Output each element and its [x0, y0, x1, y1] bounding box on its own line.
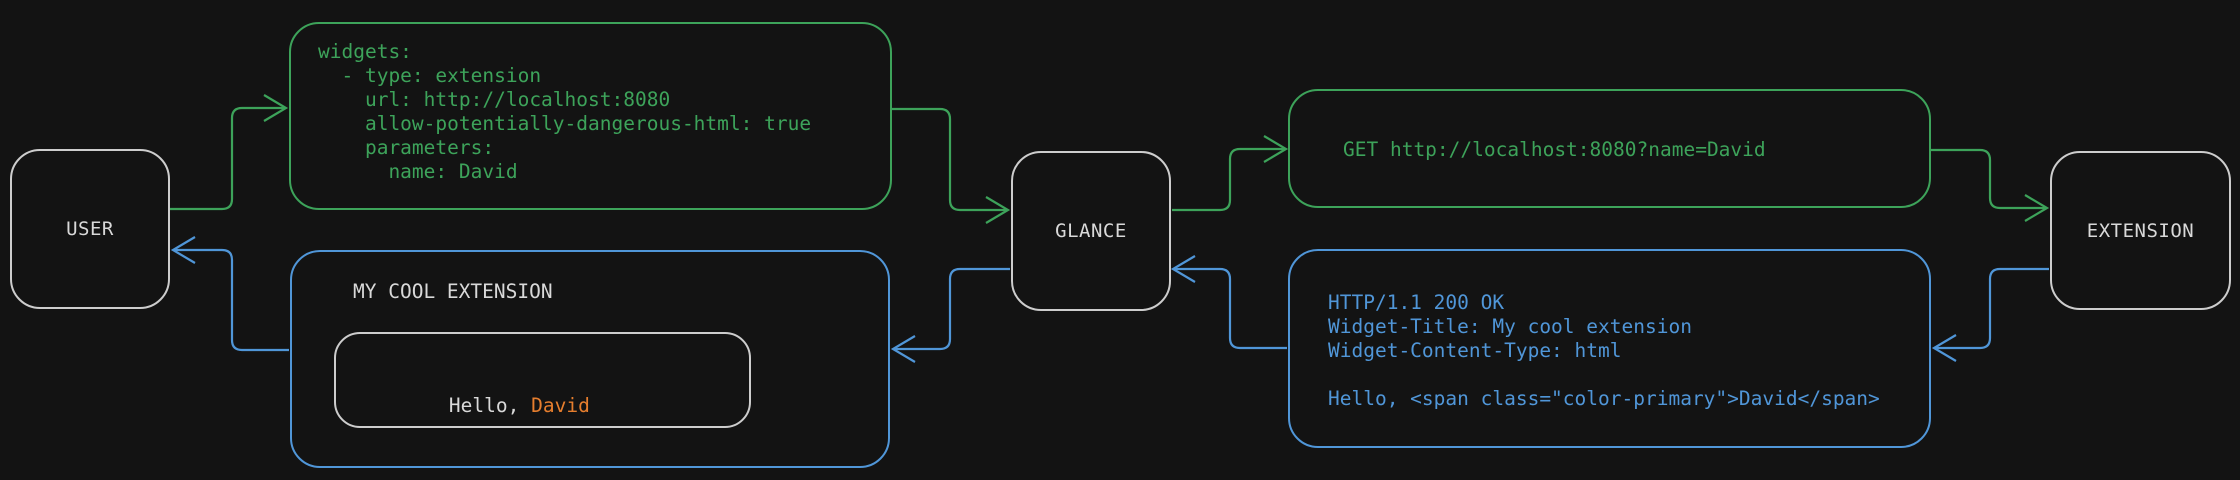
yaml-line: parameters:: [318, 136, 495, 159]
extension-node-label: EXTENSION: [2086, 219, 2195, 242]
user-node: USER: [10, 149, 170, 309]
arrowhead-into-glance-icon: [985, 196, 1011, 224]
widget-title: MY COOL EXTENSION: [353, 280, 553, 303]
yaml-config-box: [289, 22, 892, 210]
widget-content-box: Hello, David: [334, 332, 751, 428]
arrow-glance-to-widget: [894, 267, 1010, 351]
http-response-line: [1328, 363, 1880, 387]
arrowhead-into-response-icon: [1931, 334, 1957, 362]
rendered-widget-box: MY COOL EXTENSION Hello, David: [290, 250, 890, 468]
http-request-code: GET http://localhost:8080?name=David: [1343, 138, 1766, 162]
arrowhead-into-glance-blue-icon: [1170, 255, 1196, 283]
glance-node-label: GLANCE: [1055, 220, 1127, 242]
arrow-request-to-extension: [1931, 148, 2046, 210]
extension-node: EXTENSION: [2050, 151, 2231, 310]
arrow-config-to-glance: [892, 107, 1007, 212]
arrowhead-into-user-icon: [170, 236, 196, 264]
http-request-box: [1288, 89, 1931, 208]
arrow-response-to-glance: [1174, 267, 1287, 350]
arrowhead-into-request-icon: [1263, 135, 1289, 163]
widget-greeting: Hello, David: [355, 370, 590, 442]
http-request-line: GET http://localhost:8080?name=David: [1343, 138, 1766, 161]
yaml-line: widgets:: [318, 40, 412, 63]
glance-node: GLANCE: [1011, 151, 1171, 311]
http-response-box: [1288, 249, 1931, 448]
arrowhead-into-config-icon: [263, 94, 289, 122]
yaml-line: - type: extension: [318, 64, 542, 87]
http-response-line: Widget-Title: My cool extension: [1328, 315, 1692, 338]
arrow-extension-to-response: [1935, 267, 2049, 350]
yaml-line: allow-potentially-dangerous-html: true: [318, 112, 812, 135]
yaml-line: name: David: [318, 160, 518, 183]
greeting-name: David: [531, 394, 590, 417]
http-response-line: Hello, <span class="color-primary">David…: [1328, 387, 1880, 410]
arrow-glance-to-request: [1172, 147, 1285, 212]
yaml-line: url: http://localhost:8080: [318, 88, 671, 111]
arrow-user-to-config: [170, 106, 285, 211]
arrowhead-into-widget-icon: [890, 335, 916, 363]
http-response-line: Widget-Content-Type: html: [1328, 339, 1622, 362]
http-response-line: HTTP/1.1 200 OK: [1328, 291, 1505, 314]
user-node-label: USER: [66, 218, 114, 240]
greeting-prefix: Hello,: [448, 394, 532, 417]
http-response-code: HTTP/1.1 200 OK Widget-Title: My cool ex…: [1328, 291, 1880, 411]
yaml-config-code: widgets: - type: extension url: http://l…: [318, 40, 811, 184]
arrowhead-into-extension-icon: [2024, 194, 2050, 222]
arrow-widget-to-user: [174, 248, 289, 352]
